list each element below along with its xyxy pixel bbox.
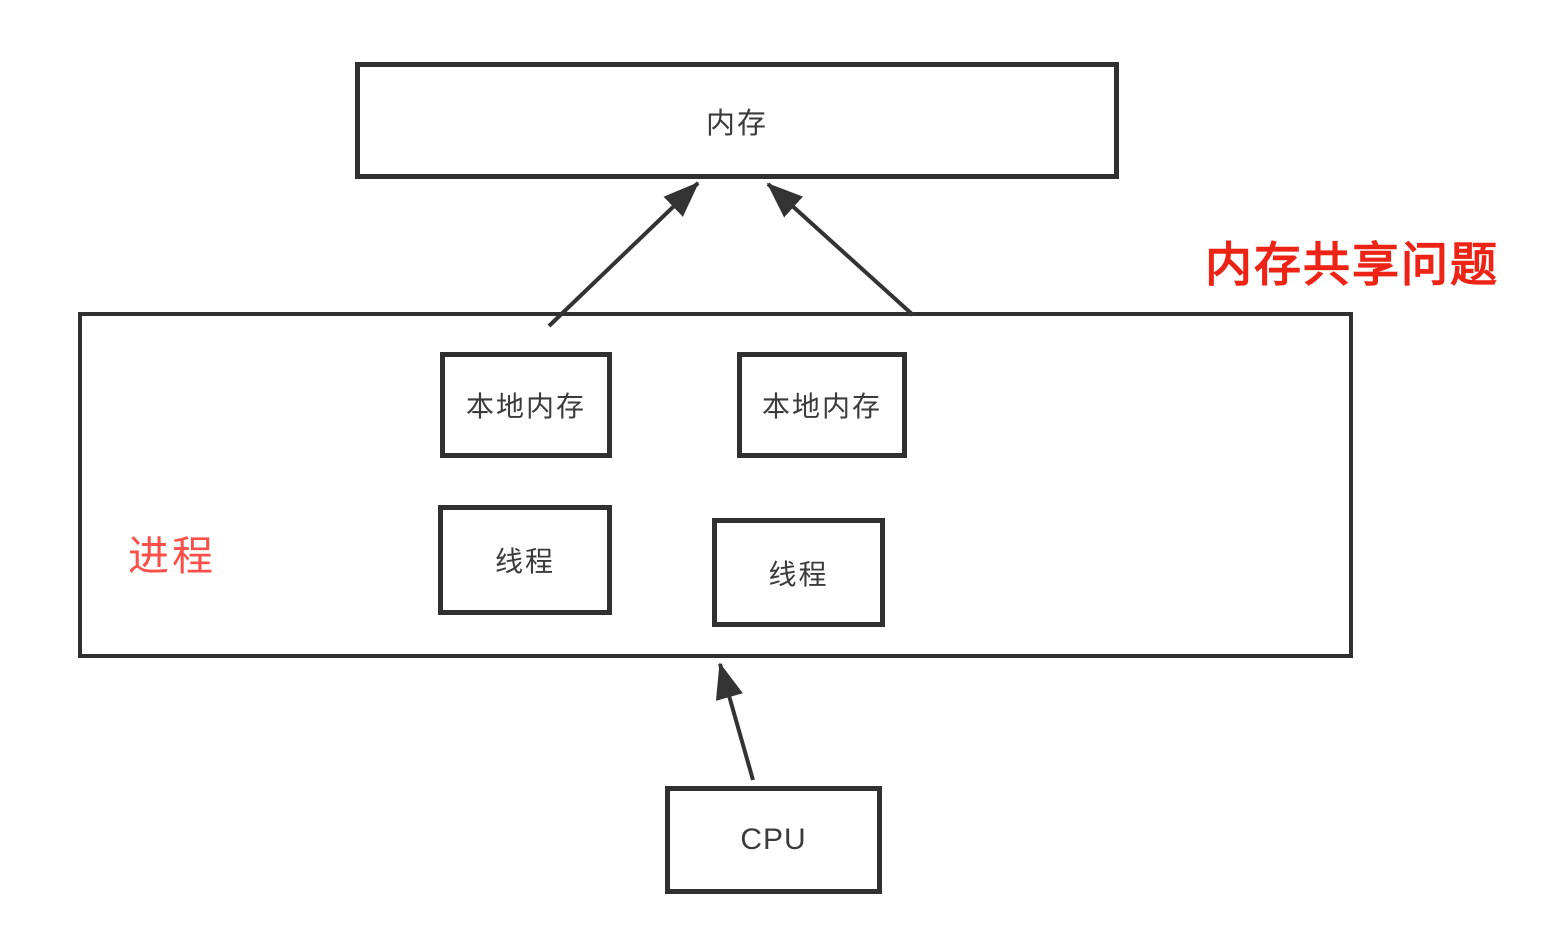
cpu-box: CPU: [665, 786, 882, 894]
diagram-title: 内存共享问题: [1205, 238, 1499, 291]
cpu-label: CPU: [740, 823, 807, 856]
arrow-cpu-to-process: [715, 662, 755, 781]
thread-label-2: 线程: [768, 558, 829, 590]
arrow-process-to-memory-right: [766, 182, 915, 317]
thread-box-1: 线程: [438, 505, 612, 615]
local-memory-box-1: 本地内存: [440, 352, 612, 458]
memory-box: 内存: [355, 62, 1119, 179]
process-box: [78, 312, 1353, 658]
local-memory-label-1: 本地内存: [465, 391, 586, 422]
local-memory-box-2: 本地内存: [737, 352, 907, 458]
process-label: 进程: [128, 533, 216, 579]
local-memory-label-2: 本地内存: [761, 391, 882, 422]
thread-box-2: 线程: [712, 518, 885, 627]
memory-label: 内存: [705, 107, 768, 140]
thread-label-1: 线程: [494, 546, 555, 577]
arrow-process-to-memory-left: [547, 181, 700, 328]
